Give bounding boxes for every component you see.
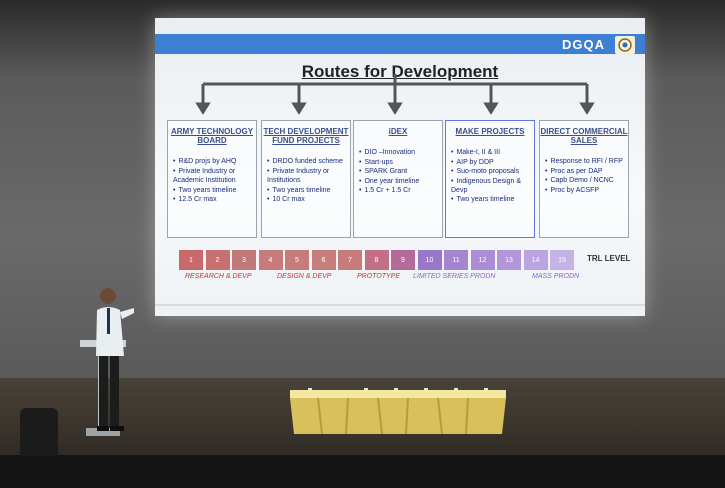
trl-cell: 1 xyxy=(179,250,203,270)
route-item: Two years timeline xyxy=(173,186,256,195)
slide-title: Routes for Development xyxy=(301,62,499,81)
backpack xyxy=(20,408,58,456)
trl-cell: 5 xyxy=(285,250,309,270)
phase-label: RESEARCH & DEVP xyxy=(185,273,252,280)
trl-cell: 11 xyxy=(444,250,468,270)
route-item: 1.5 Cr + 1.5 Cr xyxy=(359,186,442,195)
trl-cell: 12 xyxy=(470,250,495,270)
route-item: Proc as per DAP xyxy=(545,167,628,176)
projection-screen: DGQA Routes for Development ARMY TECHNOL… xyxy=(155,18,645,316)
trl-cell: 7 xyxy=(338,250,362,270)
trl-cell: 8 xyxy=(364,250,389,270)
route-item: Two years timeline xyxy=(451,195,534,204)
route-item: Private Industry or Academic Institution xyxy=(173,167,256,186)
trl-cell: 9 xyxy=(391,250,415,270)
route-item: Suo-moto proposals xyxy=(451,167,534,176)
phase-label: MASS PRODN xyxy=(532,273,580,280)
route-heading: TECH DEVELOPMENT FUND PROJECTS xyxy=(263,127,349,146)
route-item: 12.5 Cr max xyxy=(173,195,256,204)
trl-cell: 3 xyxy=(232,250,256,270)
trl-cell: 13 xyxy=(497,250,521,270)
route-box-army-technology-board: ARMY TECHNOLOGY BOARD R&D projs by AHQ P… xyxy=(167,120,257,238)
dgqa-logo-icon xyxy=(615,36,635,54)
draped-table xyxy=(290,388,506,435)
route-item: Response to RFI / RFP xyxy=(545,157,628,166)
phase-label: LIMITED SERIES PRODN xyxy=(413,273,496,280)
route-item: DIO –Innovation xyxy=(359,148,442,157)
route-item: Start-ups xyxy=(359,158,442,167)
trl-cell: 15 xyxy=(550,250,574,270)
route-item: DRDO funded scheme xyxy=(267,157,350,166)
route-item: One year timeline xyxy=(359,177,442,186)
speaker-person xyxy=(96,288,134,431)
route-item: Indigenous Design & Devp xyxy=(451,177,534,196)
route-box-make-projects: MAKE PROJECTS Make-I, II & III AIP by DD… xyxy=(445,120,535,238)
trl-cell: 2 xyxy=(205,250,230,270)
route-item: R&D projs by AHQ xyxy=(173,157,256,166)
trl-cell: 4 xyxy=(258,250,283,270)
trl-cell: 10 xyxy=(417,250,442,270)
route-box-idex: iDEX DIO –Innovation Start-ups SPARK Gra… xyxy=(353,120,443,238)
route-heading: DIRECT COMMERCIAL SALES xyxy=(540,127,628,146)
slide-footer-line xyxy=(155,304,645,306)
trl-cell: 6 xyxy=(311,250,336,270)
route-item: AIP by DDP xyxy=(451,158,534,167)
route-item: Two years timeline xyxy=(267,186,350,195)
route-heading: iDEX xyxy=(388,127,408,136)
trl-cell: 14 xyxy=(523,250,548,270)
stage-front-edge xyxy=(0,455,725,488)
slide-brand: DGQA xyxy=(562,37,605,52)
route-box-tech-development-fund: TECH DEVELOPMENT FUND PROJECTS DRDO fund… xyxy=(261,120,351,238)
route-item: Proc by ACSFP xyxy=(545,186,628,195)
trl-level-label: TRL LEVEL xyxy=(587,254,631,263)
phase-label: DESIGN & DEVP xyxy=(277,273,332,280)
route-heading: MAKE PROJECTS xyxy=(455,127,525,136)
route-item: Private Industry or Institutions xyxy=(267,167,350,186)
route-box-direct-commercial-sales: DIRECT COMMERCIAL SALES Response to RFI … xyxy=(539,120,629,238)
route-item: Make-I, II & III xyxy=(451,148,534,157)
route-heading: ARMY TECHNOLOGY BOARD xyxy=(170,127,254,146)
phase-label: PROTOTYPE xyxy=(357,273,401,280)
route-item: Capb Demo / NCNC xyxy=(545,176,628,185)
route-arrows xyxy=(195,74,595,115)
slide-header-bar xyxy=(155,34,645,54)
route-item: 10 Cr max xyxy=(267,195,350,204)
route-item: SPARK Grant xyxy=(359,167,442,176)
